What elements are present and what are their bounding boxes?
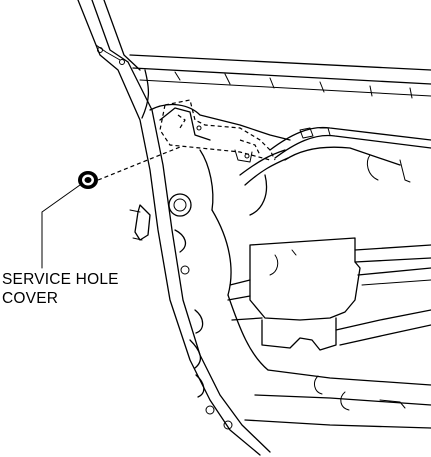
lock-assembly [159,99,276,163]
callout-label: SERVICE HOLE COVER [2,270,119,308]
alignment-line [97,146,181,181]
door-frame [77,0,431,456]
callout-line-2: COVER [2,290,59,307]
inner-panel [149,103,431,430]
cables [239,126,431,216]
service-hole-cover [78,171,98,189]
door-clip [129,204,151,241]
callout-line-1: SERVICE HOLE [2,271,119,288]
regulator [227,237,431,351]
leader-line [41,184,81,269]
